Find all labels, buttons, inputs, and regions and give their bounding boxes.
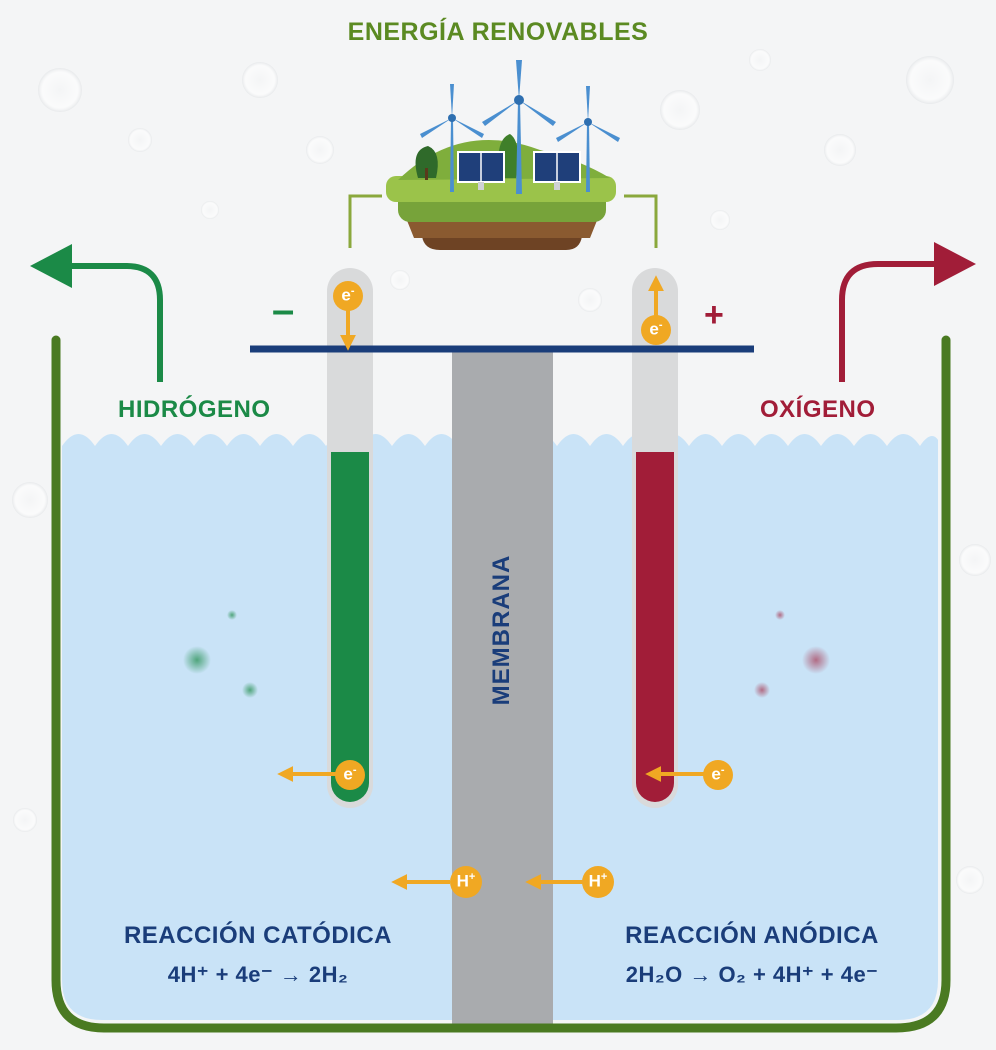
oxygen-label: OXÍGENO [760,396,876,423]
membrane-label: MEMBRANA [488,554,515,706]
anodic-reaction-equation: 2H₂O → O₂ + 4H⁺ + 4e⁻ [625,962,879,987]
proton-label: H+ [588,871,608,891]
anode [636,452,674,802]
solar-panel-icon [457,151,505,190]
anodic-reaction-title: REACCIÓN ANÓDICA [625,922,879,949]
hydrogen-arrow-icon [66,263,163,382]
electron-token [333,281,363,311]
tank [51,335,951,1033]
oxygen-arrow-icon [839,261,940,382]
wind-turbine-icon [482,60,556,194]
electron-token [335,760,365,790]
membrane [452,350,553,1030]
proton-token [450,866,482,898]
electron-label: e- [649,319,663,339]
positive-sign: + [704,296,725,334]
electron-label: e- [341,285,355,305]
proton-label: H+ [456,871,476,891]
solar-panel-icon [533,151,581,190]
cathodic-reaction-equation: 4H⁺ + 4e⁻ → 2H₂ [167,962,349,987]
electron-label: e- [711,764,725,784]
wind-turbine-icon [556,86,620,192]
tree-icon [415,146,438,178]
electron-token [703,760,733,790]
wind-turbine-icon [420,84,484,192]
electron-token [641,315,671,345]
wire-left [348,194,382,248]
cathodic-reaction-title: REACCIÓN CATÓDICA [123,922,393,949]
electron-label: e- [343,764,357,784]
negative-sign: – [272,288,295,332]
renewable-island [386,60,620,250]
wire-right [624,194,658,248]
hydrogen-label: HIDRÓGENO [118,396,271,423]
proton-token [582,866,614,898]
background-bubbles [12,49,991,894]
diagram-title: ENERGÍA RENOVABLES [347,18,649,46]
cathode [331,452,369,802]
